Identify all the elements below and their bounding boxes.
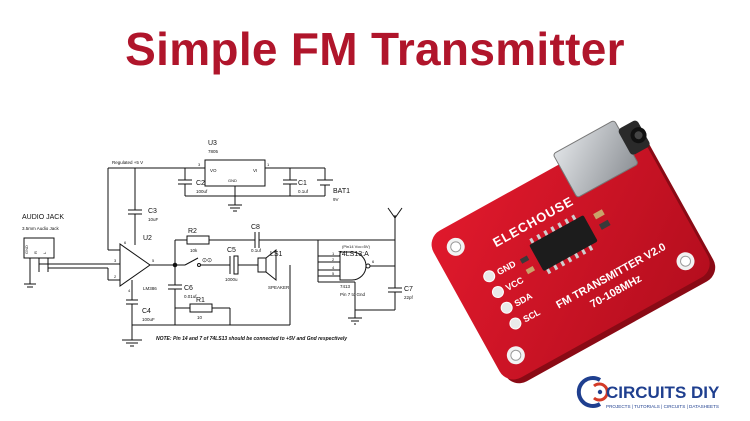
- u2-pin-3: 3: [114, 258, 117, 263]
- c6-value: 0.01uf: [184, 294, 197, 299]
- audio-jack-label: AUDIO JACK: [22, 214, 64, 221]
- logo-tagline: PROJECTS | TUTORIALS | CIRCUITS | DATASH…: [606, 404, 719, 409]
- gate-pin-4: 4: [332, 265, 335, 270]
- logo-mark-icon: [576, 376, 609, 408]
- c4-ref: C4: [142, 308, 151, 315]
- logo-main-text: CIRCUITS DIY: [606, 383, 720, 402]
- u2-ref: U2: [143, 235, 152, 242]
- u3-ref: U3: [208, 140, 217, 147]
- node-mark: ⊙⊙: [202, 258, 212, 264]
- gate-vcc-note: (Pin14 Vcc=5V): [342, 244, 371, 249]
- r1-value: 10: [197, 315, 203, 320]
- ls1-value: SPEAKER: [268, 285, 290, 290]
- u3-part: 7805: [208, 149, 219, 154]
- c1-value: 0.1uf: [298, 189, 309, 194]
- pad-vcc: [491, 286, 504, 299]
- c2-ref: C2: [196, 180, 205, 187]
- ic-chip: [529, 215, 598, 271]
- c4-value: 100uF: [142, 317, 155, 322]
- gate-part: 7413: [340, 284, 351, 289]
- audio-jack-sub: 3.5mm Audio Jack: [22, 226, 60, 231]
- u2-pin-5: 5: [152, 258, 155, 263]
- schematic-note: NOTE: Pin 14 and 7 of 74LS13 should be c…: [156, 336, 347, 342]
- u2-part: LM386: [143, 286, 157, 291]
- gate-pin-1: 1: [332, 251, 335, 256]
- u2-amplifier-symbol: [119, 243, 151, 287]
- gate-pin-5: 5: [332, 271, 335, 276]
- c2-value: 100uf: [196, 189, 208, 194]
- u2-pin-6: 6: [124, 240, 127, 245]
- c6-ref: C6: [184, 285, 193, 292]
- c7-ref: C7: [404, 286, 413, 293]
- gate-pin-6: 6: [372, 259, 375, 264]
- c8-ref: C8: [251, 224, 260, 231]
- bat1-value: 9V: [333, 197, 339, 202]
- pad-sda: [500, 301, 513, 314]
- u3-pin-1: 1: [267, 162, 270, 167]
- jack-pin-r: R: [33, 251, 38, 254]
- c1-ref: C1: [298, 180, 307, 187]
- ls1-ref: LS1: [270, 251, 283, 258]
- r2-ref: R2: [188, 228, 197, 235]
- u3-pin-3: 3: [198, 162, 201, 167]
- rail-label: Regulated +5 V: [112, 160, 143, 165]
- u2-pin-2: 2: [114, 274, 117, 279]
- c3-value: 10uF: [148, 217, 159, 222]
- c8-value: 0.1uf: [251, 248, 262, 253]
- u2-pin-4: 4: [128, 288, 131, 293]
- jack-pin-l: L: [42, 251, 47, 254]
- u3-pin-vi: VI: [253, 168, 257, 173]
- c5-value: 1000u: [225, 277, 238, 282]
- r1-ref: R1: [196, 297, 205, 304]
- r2-value: 10k: [190, 248, 198, 253]
- gate-pin-2: 2: [332, 257, 335, 262]
- c5-ref: C5: [227, 247, 236, 254]
- u3-pin-gnd: GND: [228, 178, 237, 183]
- gate-ref: 74LS13:A: [338, 251, 369, 258]
- gate-gnd-note: Pin 7 to Gnd: [340, 292, 366, 297]
- pad-gnd: [483, 270, 496, 283]
- c7-value: 22pf: [404, 295, 414, 300]
- bat1-ref: BAT1: [333, 188, 350, 195]
- c3-ref: C3: [148, 208, 157, 215]
- pad-scl: [509, 317, 522, 330]
- page-title: Simple FM Transmitter: [125, 23, 625, 75]
- u3-pin-vo: VO: [210, 168, 217, 173]
- nand-gate-symbol: [339, 251, 367, 281]
- jack-pin-gnd: GND: [24, 245, 29, 254]
